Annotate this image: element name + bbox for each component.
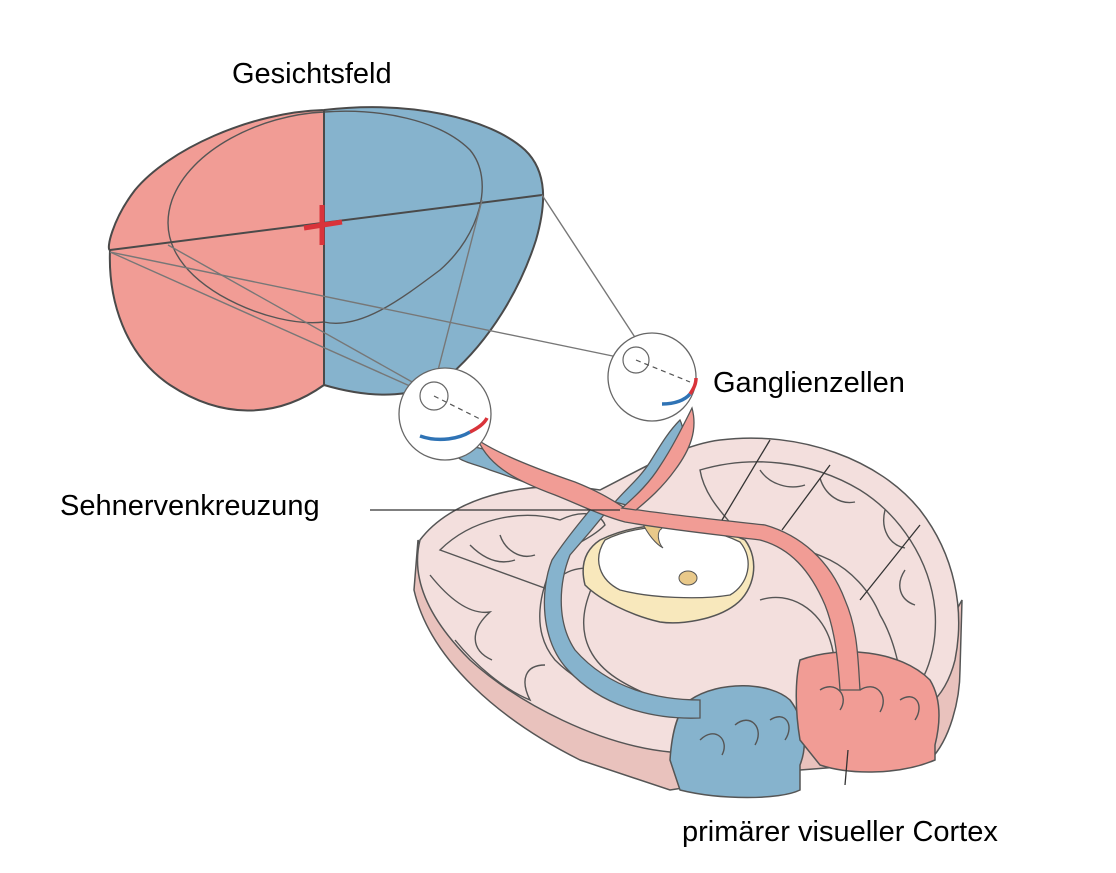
visual-cortex-right-block [795,651,940,773]
visual-field-left-half [108,110,324,411]
pineal-body [678,570,698,586]
optic-tract-red [476,438,861,691]
optic-pathways [451,406,861,719]
brain-section [413,437,963,799]
visual-field-label: Gesichtsfeld [232,58,392,90]
right-eye [607,332,698,422]
optic-chiasm-label: Sehnervenkreuzung [60,490,320,522]
visual-field-right-half [324,107,544,395]
cortex-leader-line [844,749,849,786]
visual-cortex-left-block [669,685,806,799]
fixation-cross-icon [303,205,343,245]
visual-field [107,106,545,412]
primary-visual-cortex-label: primärer visueller Cortex [682,816,998,848]
ganglion-cells-label: Ganglienzellen [713,367,905,399]
projection-lines [109,194,641,396]
left-eye [398,367,492,461]
leader-lines [370,439,921,786]
